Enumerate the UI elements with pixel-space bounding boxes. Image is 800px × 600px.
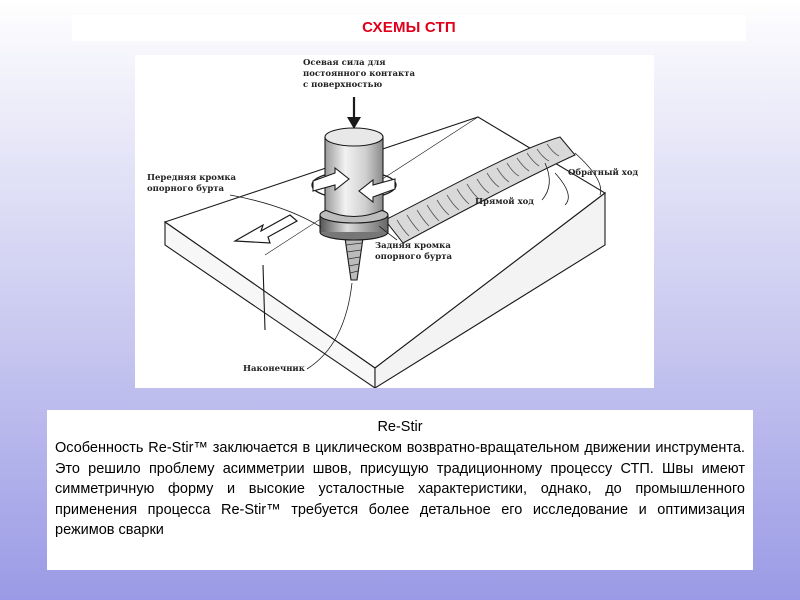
fsw-diagram-drawing <box>163 97 606 388</box>
label-advancing-side: Прямой ход <box>475 197 534 207</box>
label-leading-edge: Передняя кромка опорного бурта <box>147 173 236 194</box>
fsw-diagram: Осевая сила для постоянного контакта с п… <box>135 55 654 388</box>
description-title: Re-Stir <box>377 419 423 435</box>
slide-title: СХЕМЫ СТП <box>362 19 456 36</box>
travel-direction-arrow <box>232 214 299 244</box>
weld-seam <box>384 136 576 244</box>
label-axial-force: Осевая сила для постоянного контакта с п… <box>303 58 415 90</box>
description-body: Особенность Re-Stir™ заключается в цикли… <box>55 440 745 538</box>
fsw-tool <box>311 127 397 281</box>
description-box: Re-Stir Особенность Re-Stir™ заключается… <box>47 410 753 570</box>
axial-force-arrow <box>347 97 361 129</box>
label-pin: Наконечник <box>243 364 305 374</box>
leader-lines <box>229 152 602 370</box>
title-bar: СХЕМЫ СТП <box>72 15 746 41</box>
label-trailing-edge: Задняя кромка опорного бурта <box>375 241 453 262</box>
label-retreating-side: Обратный ход <box>568 168 639 178</box>
